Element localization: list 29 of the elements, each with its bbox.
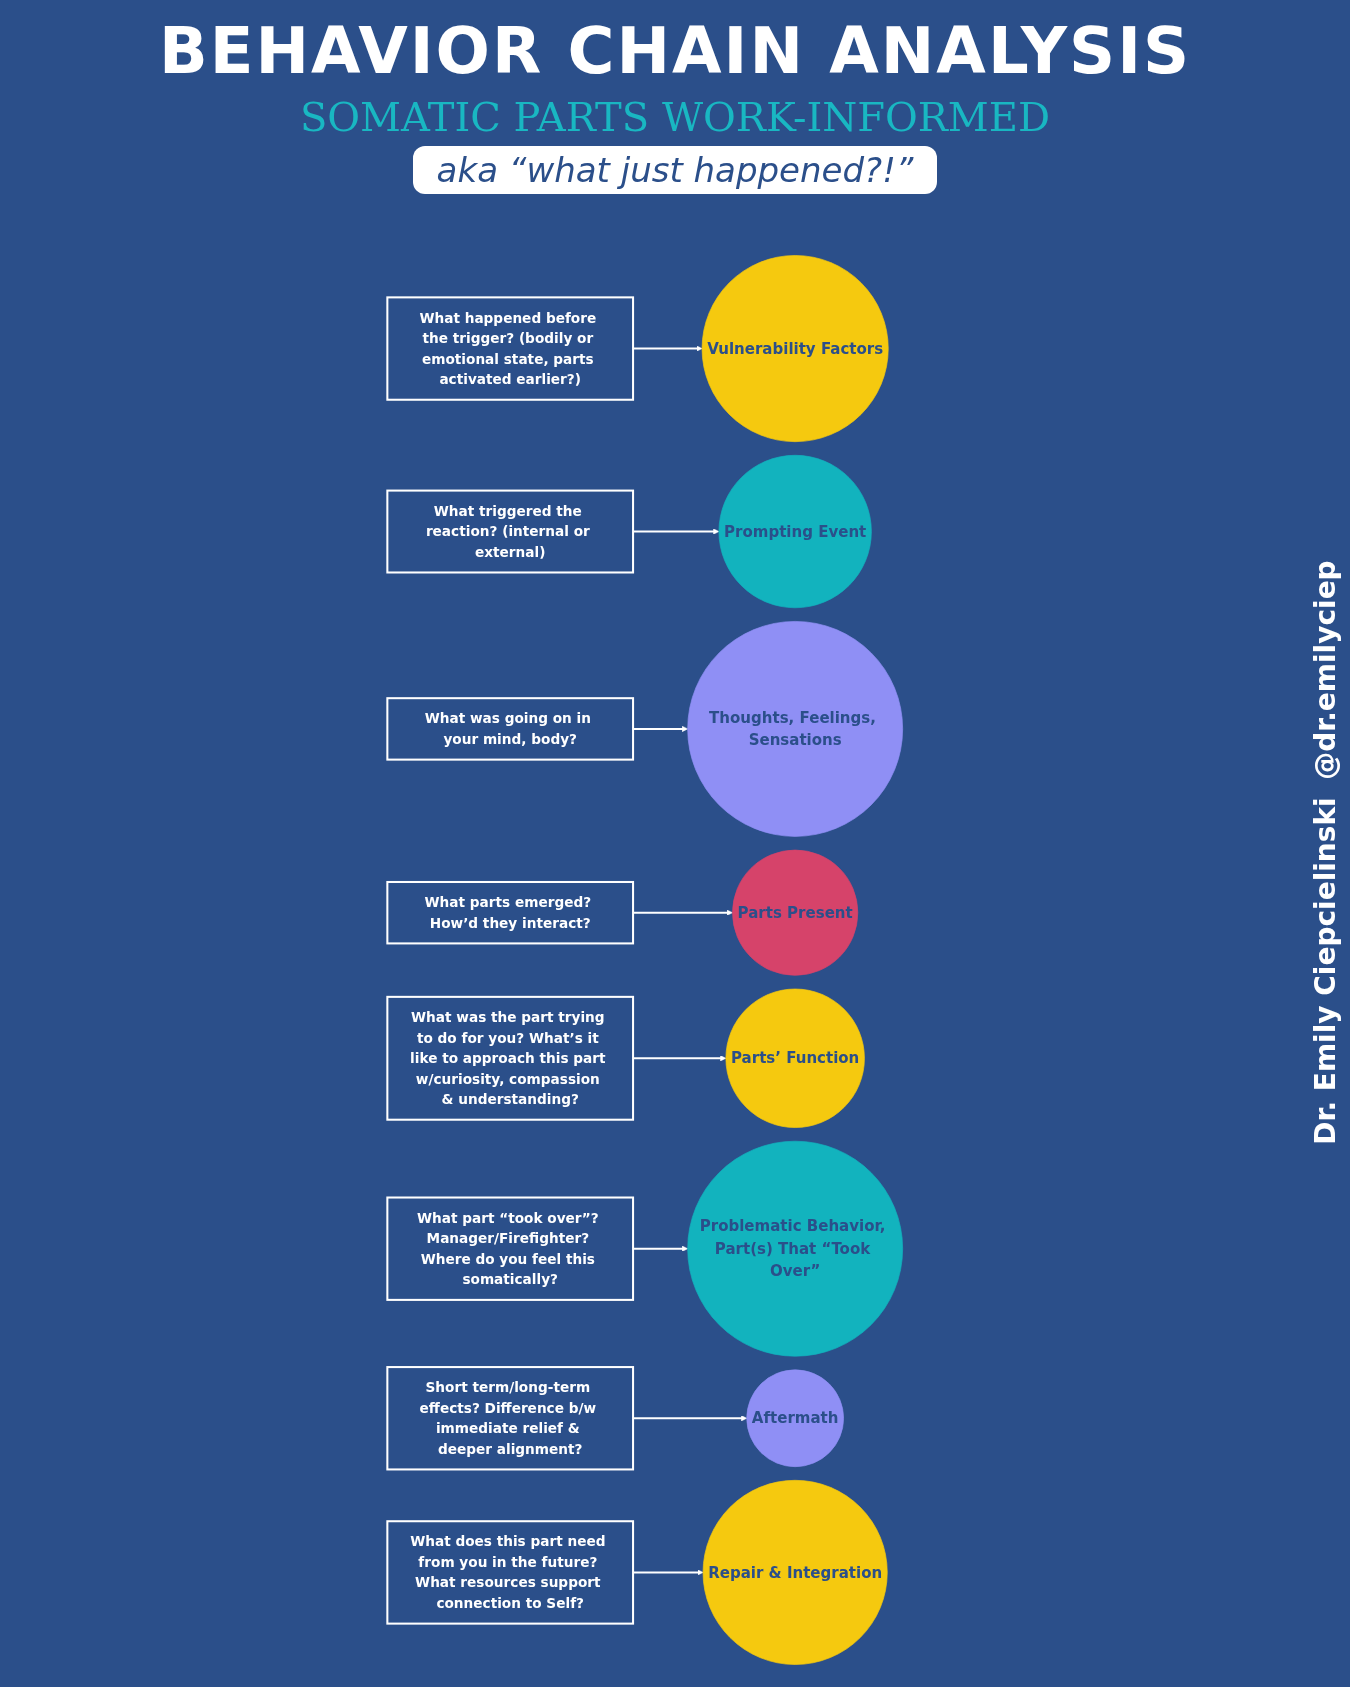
- node-box: What parts emerged? How’d they interact?: [386, 880, 635, 945]
- node-circle: Aftermath: [746, 1369, 844, 1467]
- node-box: What was the part trying to do for you? What’s it like to approach this part w/curiosity, compassion & understanding?: [386, 995, 635, 1121]
- tagline-badge: aka “what just happened?!”: [412, 146, 938, 194]
- arrow: [633, 1569, 704, 1576]
- node-circle: Thoughts, Feelings, Sensations: [687, 621, 903, 837]
- author-name: Dr. Emily Ciepcielinski: [1309, 797, 1342, 1145]
- title: BEHAVIOR CHAIN ANALYSIS: [158, 14, 1192, 88]
- node-box: What triggered the reaction? (internal or external): [386, 489, 635, 574]
- arrow: [633, 345, 703, 352]
- arrow: [633, 1055, 727, 1062]
- arrow: [633, 528, 720, 535]
- node-circle: Parts Present: [732, 849, 859, 976]
- node-box: What does this part need from you in the future? What resources support connection to Self?: [386, 1520, 635, 1625]
- arrow: [633, 725, 688, 732]
- social-handle: @dr.emilyciep: [1309, 560, 1342, 780]
- arrow: [633, 1415, 747, 1422]
- subtitle-text: SOMATIC PARTS WORK-INFORMED: [298, 94, 1052, 140]
- node-circle: Repair & Integration: [702, 1479, 888, 1665]
- node-box: What part “took over”? Manager/Firefighter? Where do you feel this somatically?: [386, 1196, 635, 1301]
- node-circle: Problematic Behavior, Part(s) That “Took Over”: [687, 1140, 903, 1357]
- arrow: [633, 909, 733, 916]
- node-circle: Parts’ Function: [725, 988, 865, 1128]
- node-circle: Vulnerability Factors: [701, 255, 889, 442]
- arrow: [633, 1245, 688, 1252]
- node-circle: Prompting Event: [718, 454, 872, 609]
- node-box: Short term/long-term effects? Difference b/w immediate relief & deeper alignment?: [386, 1366, 635, 1471]
- node-box: What happened before the trigger? (bodily or emotional state, parts activated earlier?): [386, 296, 635, 401]
- node-box: What was going on in your mind, body?: [386, 697, 635, 761]
